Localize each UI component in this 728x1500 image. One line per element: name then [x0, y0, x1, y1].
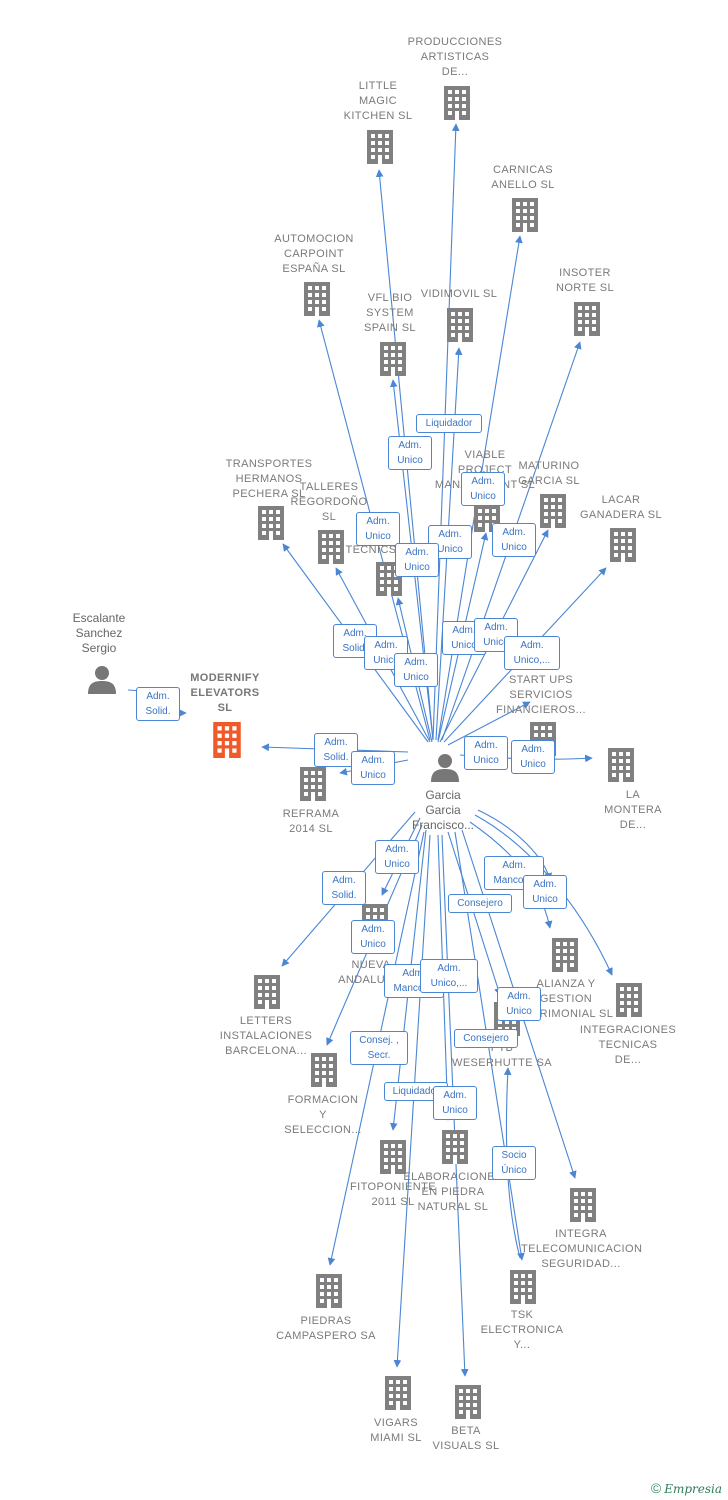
building-icon-carnicas — [512, 198, 538, 232]
company-label-formacion[interactable]: FORMACION Y SELECCION... — [284, 1094, 362, 1136]
company-label-beta[interactable]: BETA VISUALS SL — [432, 1425, 500, 1452]
relation-badge[interactable]: Socio Único — [492, 1146, 536, 1180]
company-label-automocion[interactable]: AUTOMOCION CARPOINT ESPAÑA SL — [274, 233, 354, 275]
focus-company-label[interactable]: MODERNIFY ELEVATORS SL — [190, 672, 260, 714]
relation-badge[interactable]: Adm. Unico,... — [420, 959, 478, 993]
company-label-vigars[interactable]: VIGARS MIAMI SL — [370, 1417, 422, 1444]
relation-badge[interactable]: Adm. Unico — [351, 920, 395, 954]
company-label-insoter[interactable]: INSOTER NORTE SL — [555, 267, 614, 294]
building-icon-reframa — [300, 767, 326, 801]
relation-badge[interactable]: Adm. Unico — [351, 751, 395, 785]
footer-brand[interactable]: ©Empresia — [651, 1480, 722, 1496]
relation-badge[interactable]: Adm. Unico — [461, 472, 505, 506]
company-label-tsk[interactable]: TSK ELECTRONICA Y... — [480, 1309, 564, 1351]
company-label-vfl[interactable]: VFL BIO SYSTEM SPAIN SL — [364, 292, 416, 334]
building-icon-alianza — [552, 938, 578, 972]
building-icon-letters — [254, 975, 280, 1009]
company-label-integraciones[interactable]: INTEGRACIONES TECNICAS DE... — [579, 1024, 677, 1066]
relation-badge[interactable]: Adm. Unico — [497, 987, 541, 1021]
building-icon-elaboraciones — [442, 1130, 468, 1164]
building-icon-focus — [213, 722, 241, 758]
company-label-vidimovil[interactable]: VIDIMOVIL SL — [420, 288, 498, 300]
company-label-lacar[interactable]: LACAR GANADERA SL — [579, 494, 663, 521]
relation-badge[interactable]: Adm. Unico — [375, 840, 419, 874]
relation-badge[interactable]: Adm. Solid. — [314, 733, 358, 767]
relation-badge[interactable]: Adm. Solid. — [136, 687, 180, 721]
relation-badge[interactable]: Adm. Unico — [428, 525, 472, 559]
edge-startups — [447, 701, 531, 746]
building-icon-little — [367, 130, 393, 164]
relation-badge[interactable]: Adm. Unico,... — [504, 636, 560, 670]
edge-vigars — [393, 834, 431, 1368]
company-label-elaboraciones[interactable]: ELABORACIONES EN PIEDRA NATURAL SL — [403, 1171, 503, 1213]
building-icon-beta — [455, 1385, 481, 1419]
relation-badge[interactable]: Adm. Unico — [523, 875, 567, 909]
relation-badge[interactable]: Consej. , Secr. — [350, 1031, 408, 1065]
person-icon-escalante — [88, 666, 116, 694]
relation-badge[interactable]: Consejero — [448, 894, 512, 913]
building-icon-automocion — [304, 282, 330, 316]
building-icon-fitoponiente — [380, 1140, 406, 1174]
edge-extra-right — [477, 809, 553, 881]
relation-badge[interactable]: Consejero — [454, 1029, 518, 1048]
company-label-piedras[interactable]: PIEDRAS CAMPASPERO SA — [276, 1315, 376, 1342]
relation-badge[interactable]: Adm. Unico — [433, 1086, 477, 1120]
relation-badge[interactable]: Adm. Unico — [464, 736, 508, 770]
building-icon-lamontera — [608, 748, 634, 782]
relation-badge[interactable]: Adm. Unico — [511, 740, 555, 774]
company-label-transportes[interactable]: TRANSPORTES HERMANOS PECHERA SL — [225, 458, 313, 500]
building-icon-vidimovil — [447, 308, 473, 342]
company-label-integra[interactable]: INTEGRA TELECOMUNICACION SEGURIDAD... — [521, 1228, 643, 1270]
edge-weserhutte — [447, 831, 502, 996]
company-label-carnicas[interactable]: CARNICAS ANELLO SL — [491, 164, 555, 191]
company-label-maturino[interactable]: MATURINO GARCIA SL — [518, 460, 580, 487]
company-label-lamontera[interactable]: LA MONTERA DE... — [604, 789, 662, 831]
company-label-startups[interactable]: START UPS SERVICIOS FINANCIEROS... — [496, 674, 586, 716]
relation-badge[interactable]: Adm. Unico — [356, 512, 400, 546]
person-label-escalante[interactable]: Escalante Sanchez Sergio — [72, 611, 126, 655]
company-label-prod[interactable]: PRODUCCIONES ARTISTICAS DE... — [407, 36, 503, 78]
company-label-fitoponiente[interactable]: FITOPONIENTE 2011 SL — [350, 1181, 436, 1208]
company-label-reframa[interactable]: REFRAMA 2014 SL — [282, 808, 340, 835]
brand-logo-text: Empresia — [664, 1482, 722, 1496]
building-icon-prod — [444, 86, 470, 120]
person-icon-main — [431, 754, 459, 782]
company-label-letters[interactable]: LETTERS INSTALACIONES BARCELONA... — [219, 1015, 313, 1057]
building-icon-lacar — [610, 528, 636, 562]
building-icon-insoter — [574, 302, 600, 336]
relation-badge[interactable]: Adm. Unico — [492, 523, 536, 557]
relation-badge[interactable]: Adm. Unico — [394, 653, 438, 687]
building-icon-tsk — [510, 1270, 536, 1304]
building-icon-vigars — [385, 1376, 411, 1410]
company-label-tecnics[interactable]: TECNICS — [345, 544, 397, 556]
copyright-symbol: © — [650, 1480, 662, 1496]
company-label-little[interactable]: LITTLE MAGIC KITCHEN SL — [343, 80, 413, 122]
relation-badge[interactable]: Liquidador — [416, 414, 482, 433]
building-icon-vfl — [380, 342, 406, 376]
relation-badge[interactable]: Adm. Solid. — [322, 871, 366, 905]
building-icon-integra — [570, 1188, 596, 1222]
building-icon-piedras — [316, 1274, 342, 1308]
person-label-main[interactable]: Garcia Garcia Francisco... — [411, 788, 474, 832]
company-label-talleres[interactable]: TALLERES REGORDOÑO SL — [290, 481, 368, 523]
relation-badge[interactable]: Adm. Unico — [388, 436, 432, 470]
relation-badge[interactable]: Adm. Unico — [395, 543, 439, 577]
